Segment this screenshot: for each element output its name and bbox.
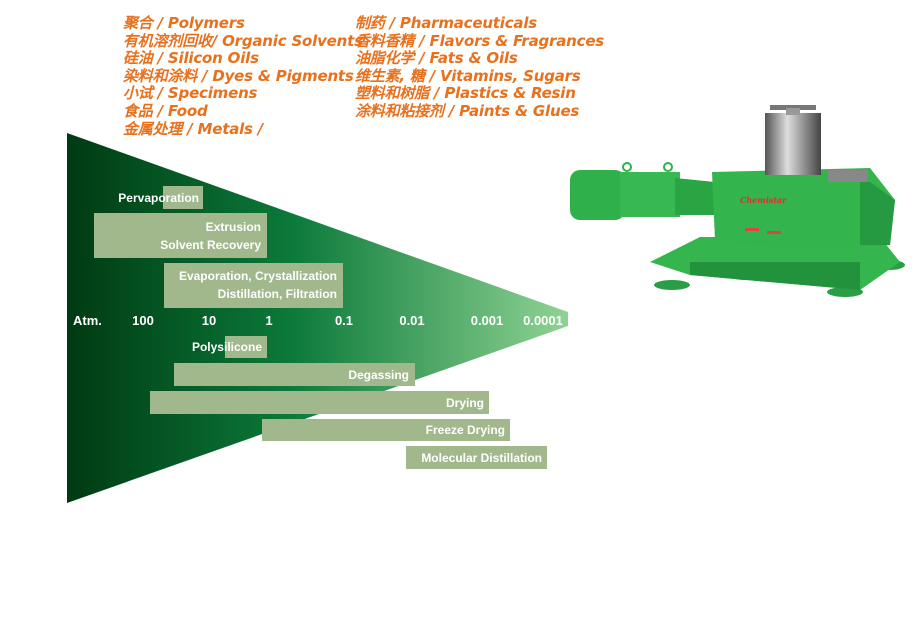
process-bar-extrusion — [94, 213, 267, 258]
application-item: 硅油 / Silicon Oils — [123, 49, 259, 68]
application-item: 染料和涂料 / Dyes & Pigments — [123, 66, 354, 85]
process-bar-molecular-distillation — [406, 446, 547, 469]
process-label: Degassing — [348, 368, 409, 382]
process-bar-evaporation — [164, 263, 343, 308]
application-item: 食品 / Food — [123, 101, 208, 120]
axis-tick: 10 — [202, 313, 216, 328]
process-label: Solvent Recovery — [160, 238, 261, 252]
process-label: Evaporation, Crystallization — [179, 269, 337, 283]
process-bar-drying — [150, 391, 489, 414]
application-item: 小试 / Specimens — [123, 84, 258, 103]
process-label: Molecular Distillation — [421, 451, 542, 465]
axis-tick: 0.001 — [471, 313, 504, 328]
application-item: 制药 / Pharmaceuticals — [355, 14, 538, 32]
application-item: 金属处理 / Metals / — [123, 119, 264, 138]
axis-tick: 0.01 — [399, 313, 424, 328]
axis-tick: 1 — [265, 313, 272, 328]
process-label: Drying — [446, 396, 484, 410]
applications-left-list: 聚合 / Polymers 有机溶剂回收/ Organic Solvents 硅… — [123, 14, 363, 138]
application-item: 香料香精 / Flavors & Fragrances — [355, 31, 605, 50]
process-bar-pervaporation — [163, 186, 203, 209]
application-item: 油脂化学 / Fats & Oils — [355, 49, 518, 68]
axis-tick: 0.1 — [335, 313, 353, 328]
axis-label-atm: Atm. — [73, 313, 102, 328]
axis-tick: 100 — [132, 313, 154, 328]
axis-tick: 0.0001 — [523, 313, 563, 328]
process-bar-freeze-drying — [262, 419, 510, 441]
application-item: 涂料和粘接剂 / Paints & Glues — [355, 101, 580, 120]
application-item: 塑料和树脂 / Plastics & Resin — [355, 84, 576, 103]
application-item: 聚合 / Polymers — [123, 14, 245, 32]
process-label: Distillation, Filtration — [218, 287, 337, 301]
process-label: Pervaporation — [118, 191, 199, 205]
process-label: Polysilicone — [192, 340, 262, 354]
application-item: 有机溶剂回收/ Organic Solvents — [123, 31, 363, 50]
vacuum-pump-image: Chemistar — [570, 105, 905, 297]
pump-logo: Chemistar — [740, 195, 787, 205]
application-item: 维生素, 糖 / Vitamins, Sugars — [355, 66, 581, 85]
process-label: Extrusion — [206, 220, 261, 234]
process-bar-degassing — [174, 363, 415, 386]
process-bar-polysilicone — [225, 336, 267, 358]
process-label: Freeze Drying — [426, 423, 505, 437]
applications-right-list: 制药 / Pharmaceuticals 香料香精 / Flavors & Fr… — [355, 14, 605, 121]
